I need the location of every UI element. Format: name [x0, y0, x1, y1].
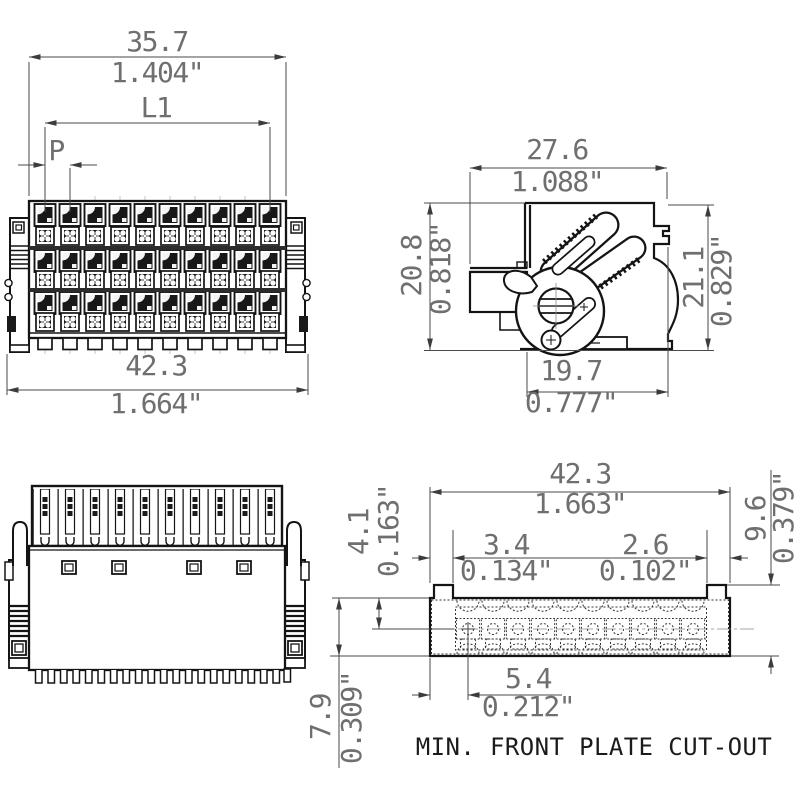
- dim-cutout-corner-offset-mm: 3.4: [482, 528, 531, 561]
- side-view-dimensions: [424, 165, 714, 397]
- dim-side-base-depth-in: 0.777": [524, 386, 619, 419]
- locking-lever: [503, 211, 647, 357]
- dim-front-housing-width-mm: 35.7: [126, 25, 189, 58]
- dim-side-height-left-mm: 20.8: [395, 235, 428, 297]
- dim-cutout-width-mm: 42.3: [549, 457, 612, 490]
- dim-cutout-total-height-in: 0.379": [767, 471, 800, 565]
- cutout-view-drawing: [372, 583, 757, 658]
- dim-cutout-notch-width-in: 0.102": [598, 554, 693, 587]
- dim-side-height-right-in: 0.829": [705, 234, 738, 328]
- dim-cutout-plate-height-mm: 7.9: [304, 693, 337, 741]
- dim-cutout-corner-offset-in: 0.134": [459, 554, 554, 587]
- dim-side-height-right-mm: 21.1: [677, 247, 710, 309]
- dim-cutout-notch-depth-in: 0.163": [372, 484, 405, 578]
- dim-cutout-first-pole-offset-mm: 5.4: [504, 662, 553, 695]
- dim-cutout-notch-width-mm: 2.6: [621, 528, 670, 561]
- dim-side-depth-mm: 27.6: [526, 133, 589, 166]
- dim-front-total-width-in: 1.664": [109, 387, 204, 420]
- dim-front-pitch-label: P: [48, 134, 65, 167]
- dim-front-length-label: L1: [140, 91, 173, 124]
- dim-cutout-total-height-mm: 9.6: [739, 495, 772, 543]
- dim-cutout-width-in: 1.663": [533, 487, 628, 520]
- dim-front-housing-width-in: 1.404": [110, 56, 205, 89]
- rear-view-drawing: [4, 484, 310, 685]
- dim-side-depth-in: 1.088": [510, 165, 605, 198]
- dim-side-height-left-in: 0.818": [424, 222, 457, 316]
- side-view-drawing: [468, 201, 680, 357]
- front-view-drawing: [4, 196, 311, 354]
- front-view-dimensions: [6, 54, 309, 395]
- cutout-caption: MIN. FRONT PLATE CUT-OUT: [415, 733, 773, 761]
- dim-cutout-plate-height-in: 0.309": [335, 671, 368, 765]
- cutout-view-dimensions: [330, 470, 780, 768]
- dim-side-base-depth-mm: 19.7: [540, 354, 603, 387]
- dim-cutout-first-pole-offset-in: 0.212": [481, 690, 576, 723]
- dim-front-total-width-mm: 42.3: [125, 349, 188, 382]
- dim-cutout-notch-depth-mm: 4.1: [342, 508, 375, 556]
